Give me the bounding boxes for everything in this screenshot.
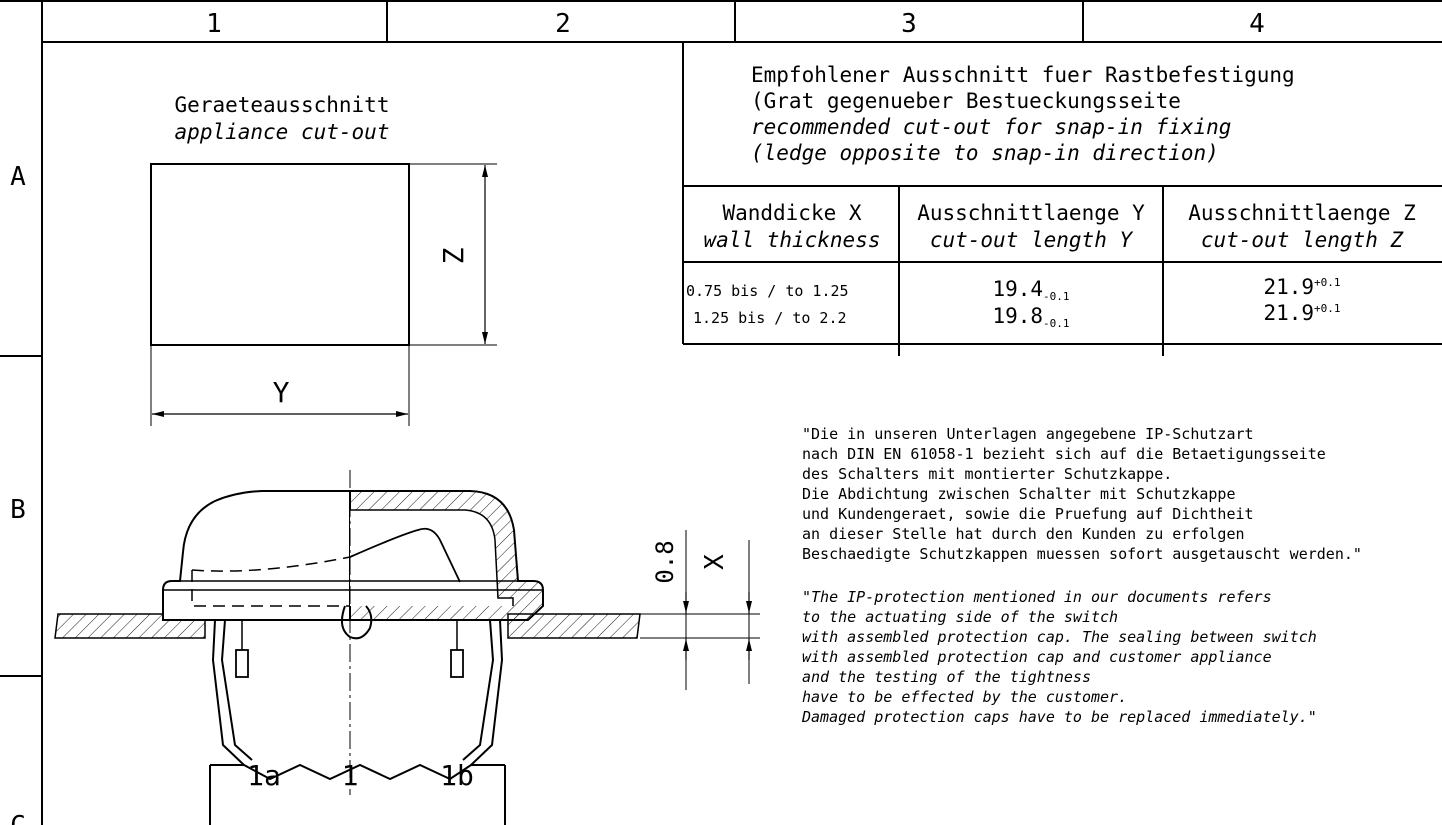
- note-en-line: with assembled protection cap. The seali…: [802, 628, 1317, 646]
- cutout-title-de: Geraeteausschnitt: [175, 93, 390, 117]
- cell-y-row-1: 19.4-0.1: [992, 277, 1069, 303]
- note-en-line: Damaged protection caps have to be repla…: [801, 708, 1317, 726]
- table-header-line-3: recommended cut-out for snap-in fixing: [751, 115, 1231, 139]
- column-header-z-en: cut-out length Z: [1201, 228, 1405, 252]
- column-label-1: 1: [206, 9, 222, 39]
- note-en-line: "The IP-protection mentioned in our docu…: [802, 588, 1272, 606]
- note-en-line: to the actuating side of the switch: [802, 608, 1118, 626]
- cell-x-row-1: 0.75 bis / to 1.25: [686, 282, 849, 300]
- column-label-4: 4: [1249, 9, 1265, 39]
- cutout-table: Empfohlener Ausschnitt fuer Rastbefestig…: [682, 42, 1442, 356]
- column-header-y-en: cut-out length Y: [930, 228, 1134, 252]
- switch-housing: [209, 605, 506, 825]
- cutout-view: Geraeteausschnitt appliance cut-out Z Y: [150, 93, 497, 426]
- note-en-line: and the testing of the tightness: [802, 668, 1091, 686]
- column-header-x-en: wall thickness: [703, 228, 880, 252]
- frame-row-labels: A B C: [10, 162, 26, 825]
- note-de-line: und Kundengeraet, sowie die Pruefung auf…: [802, 505, 1254, 523]
- dimension-y-label: Y: [273, 376, 290, 409]
- column-label-2: 2: [555, 9, 571, 39]
- table-header: Empfohlener Ausschnitt fuer Rastbefestig…: [751, 63, 1295, 165]
- note-en-line: with assembled protection cap and custom…: [802, 648, 1272, 666]
- note-de-line: des Schalters mit montierter Schutzkappe…: [802, 465, 1172, 483]
- table-row: 0.75 bis / to 1.25 19.4-0.1 21.9+0.1: [686, 275, 1341, 303]
- note-de-line: an dieser Stelle hat durch den Kunden zu…: [802, 525, 1245, 543]
- note-de-line: "Die in unseren Unterlagen angegebene IP…: [802, 425, 1254, 443]
- row-label-c: C: [10, 811, 26, 825]
- column-header-z-de: Ausschnittlaenge Z: [1188, 201, 1416, 225]
- table-column-headers: Wanddicke X wall thickness Ausschnittlae…: [703, 201, 1415, 252]
- column-header-y-de: Ausschnittlaenge Y: [917, 201, 1145, 225]
- cutout-title-en: appliance cut-out: [175, 120, 390, 144]
- cell-x-row-2: 1.25 bis / to 2.2: [693, 309, 847, 327]
- dimension-x-label: X: [700, 554, 730, 570]
- row-label-a: A: [10, 162, 26, 192]
- position-label-1b: 1b: [440, 759, 474, 792]
- cell-z-row-1: 21.9+0.1: [1263, 275, 1340, 299]
- section-dimensions: [640, 530, 760, 690]
- note-de-line: Beschaedigte Schutzkappen muessen sofort…: [802, 545, 1362, 563]
- dimension-0-8-label: 0.8: [651, 540, 679, 583]
- note-de-line: Die Abdichtung zwischen Schalter mit Sch…: [802, 485, 1235, 503]
- row-label-b: B: [10, 495, 26, 525]
- cell-y-row-2: 19.8-0.1: [992, 304, 1069, 330]
- column-header-x-de: Wanddicke X: [722, 201, 861, 225]
- table-header-line-2: (Grat gegenueber Bestueckungsseite: [751, 89, 1181, 113]
- cutout-rectangle: [150, 163, 410, 346]
- table-header-line-4: (ledge opposite to snap-in direction): [751, 141, 1219, 165]
- section-view: 0.8 X 1a 1 1b: [54, 470, 760, 825]
- frame-column-labels: 1 2 3 4: [206, 9, 1265, 39]
- note-de-line: nach DIN EN 61058-1 bezieht sich auf die…: [802, 445, 1326, 463]
- dimension-z-label: Z: [437, 248, 470, 265]
- note-en-line: have to be effected by the customer.: [802, 688, 1127, 706]
- cell-z-row-2: 21.9+0.1: [1263, 301, 1340, 325]
- notes-english: "The IP-protection mentioned in our docu…: [801, 588, 1317, 726]
- column-label-3: 3: [901, 9, 917, 39]
- position-label-1a: 1a: [247, 759, 281, 792]
- position-label-1: 1: [342, 759, 359, 792]
- table-header-line-1: Empfohlener Ausschnitt fuer Rastbefestig…: [751, 63, 1295, 87]
- table-row: 1.25 bis / to 2.2 19.8-0.1 21.9+0.1: [693, 301, 1341, 330]
- notes-german: "Die in unseren Unterlagen angegebene IP…: [802, 425, 1362, 563]
- rocker-actuator: [191, 527, 461, 607]
